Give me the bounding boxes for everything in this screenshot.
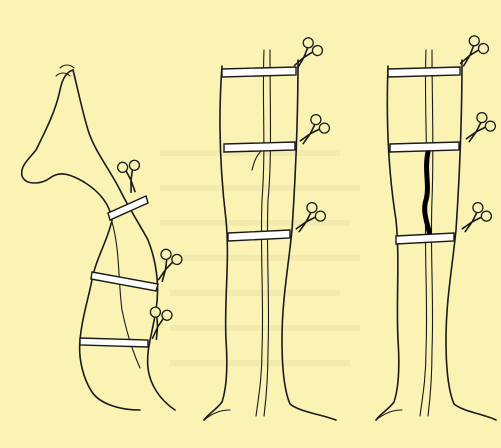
tourniquet-band: [91, 272, 158, 291]
vein-line: [420, 50, 427, 416]
tourniquet-band: [224, 142, 295, 152]
figure-straight-leg-varicose: [376, 34, 497, 420]
tourniquet-band: [228, 230, 290, 241]
bent-leg-outline-front: [73, 70, 175, 410]
scissors-clamp-icon: [454, 34, 491, 72]
scissors-clamp-icon: [460, 111, 497, 148]
tourniquet-band: [222, 67, 296, 77]
scissors-clamp-icon: [117, 159, 144, 193]
scissors-clamp-icon: [456, 201, 493, 238]
background-texture: [160, 150, 360, 366]
scissors-clamp-icon: [294, 113, 331, 150]
tourniquet-band: [108, 196, 148, 220]
tourniquet-band: [388, 67, 460, 77]
figure-bent-leg: [22, 65, 184, 410]
bent-leg-outline: [22, 70, 140, 410]
varicose-vein-highlight: [425, 152, 430, 236]
scissors-clamp-icon: [290, 201, 327, 238]
tourniquet-band: [80, 338, 148, 347]
scissors-clamp-icon: [144, 306, 173, 342]
leg-outline-left: [204, 66, 227, 420]
tourniquet-band: [396, 233, 454, 244]
tourniquet-band: [390, 142, 459, 152]
